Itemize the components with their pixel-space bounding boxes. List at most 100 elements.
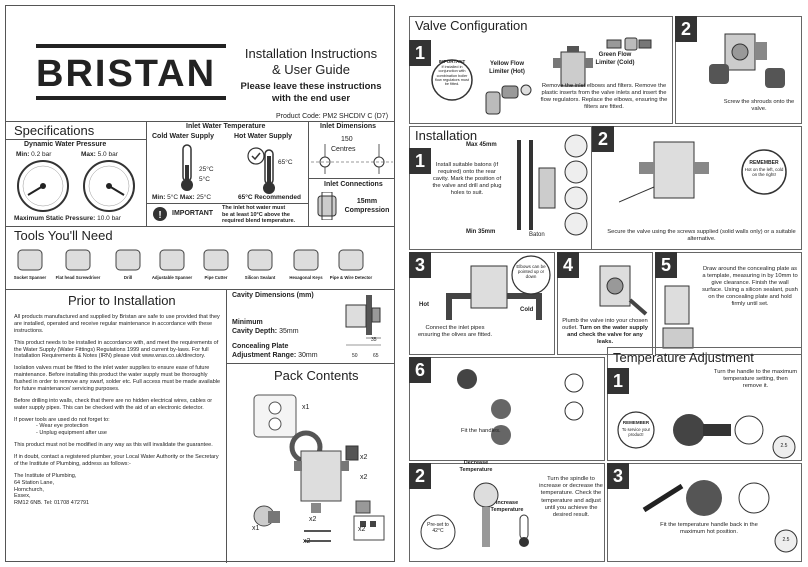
detector-icon [338, 249, 364, 271]
pack-title: Pack Contents [274, 368, 359, 383]
install-step5-text: Draw around the concealing plate as a te… [702, 266, 798, 307]
temp-5-label: 5°C [199, 176, 210, 183]
recommended-temp: 65°C Recommended [238, 194, 301, 201]
centres-label: Centres [331, 146, 356, 153]
inlet-dim-title: Inlet Dimensions [320, 123, 377, 130]
refit-handle-diagram [642, 480, 770, 516]
install-step4-text-a: Plumb the valve into your chosen outlet. [562, 318, 648, 331]
cavity-title: Cavity Dimensions (mm) [232, 292, 314, 299]
fit-handles-diagram [457, 369, 584, 445]
step-number: 4 [557, 252, 579, 278]
thermometer-icon [519, 514, 529, 547]
doc-title-2: & User Guide [271, 62, 351, 77]
elbows-note: Elbows can be pointed up or down [516, 264, 546, 279]
tool-label: Pipe & Wire Detector [329, 275, 373, 280]
baton-diagram [517, 140, 556, 230]
install-step5-box [655, 252, 802, 355]
static-pressure-value: 10.0 bar [97, 215, 121, 222]
temp-step1-text: Turn the handle to the maximum temperatu… [713, 369, 798, 389]
brand-logo: BRISTAN [36, 53, 217, 95]
remember-badge-icon [617, 411, 655, 449]
min-label: Min: [16, 151, 30, 158]
adjustment-range-value: 30mm [298, 352, 318, 359]
concealing-plate-diagram [662, 285, 694, 349]
decrease-label: Decrease [463, 460, 489, 466]
min-35-label: Min 35mm [466, 229, 496, 235]
pack-qty-plate: x1 [302, 404, 310, 411]
pack-qty-shrouds: x2 [360, 454, 368, 461]
step-number: 1 [409, 148, 431, 174]
install-step4-text: Plumb the valve into your chosen outlet.… [559, 318, 651, 346]
valve-mount-diagram [619, 141, 709, 203]
pack-qty-screws: x2 [309, 516, 317, 523]
max-temp-label: Max: [179, 194, 195, 201]
install-step4-box [557, 252, 653, 355]
min-value: 0.2 bar [31, 151, 52, 158]
installation-title: Installation [415, 128, 478, 143]
screwdriver-icon [65, 249, 91, 271]
thermometer-cold-icon [181, 144, 193, 191]
hot-label: Hot [419, 302, 429, 308]
pack-qty-plugs: x2 [358, 526, 366, 533]
dim-150: 150 [341, 136, 353, 143]
cavity-depth-value: 35mm [279, 328, 299, 335]
sealant-gun-icon [247, 249, 273, 271]
product-code: Product Code: PM2 SHCDIV C (D7) [276, 113, 389, 120]
cold-label: Cold [520, 307, 534, 313]
inlet-conn-title: Inlet Connections [324, 181, 383, 188]
divider [146, 121, 147, 226]
temp-step3-text: Fit the temperature handle back in the m… [660, 522, 758, 535]
max-value: 5.0 bar [97, 151, 118, 158]
concealing-plate-label: Concealing Plate [232, 343, 289, 350]
left-page: BRISTAN Installation Instructions & User… [5, 5, 395, 563]
decrease-label-2: Temperature [459, 467, 493, 473]
valve-config-title: Valve Configuration [415, 18, 528, 33]
tool-label: Pipe Cutter [204, 275, 228, 280]
step-number: 5 [655, 252, 677, 278]
important-text: The inlet hot water must be at least 10°… [222, 205, 308, 225]
divider [6, 226, 394, 227]
divider [6, 121, 394, 122]
temp-65-label: 65°C [278, 159, 293, 166]
specs-title: Specifications [14, 123, 95, 138]
pack-qty-elbows: x2 [360, 474, 368, 481]
dim-65: 65 [373, 353, 379, 359]
important-badge-icon [431, 59, 473, 101]
thermometer-hot-icon [247, 147, 275, 194]
temp-adjust-title: Temperature Adjustment [613, 350, 754, 365]
valve-important-label: IMPORTANT [438, 59, 466, 64]
prior-paragraph: If power tools are used do not forget to… [14, 416, 110, 423]
install-step6-text: Fit the handles. [461, 428, 501, 434]
prior-paragraph: All products manufactured and supplied b… [14, 314, 220, 334]
valve-config-step2-box [675, 16, 802, 124]
valve-important-text: If installed in conjunction with combina… [435, 65, 469, 87]
tool-label: Drill [123, 275, 133, 280]
warning-icon: ! [153, 207, 167, 221]
min-temp-label: Min: [152, 194, 166, 201]
address-line: 64 Station Lane, [14, 479, 55, 486]
baton-label: Baton [529, 232, 545, 238]
conn-size: 15mm [356, 198, 378, 205]
prior-paragraph: Isolation valves must be fitted to the i… [14, 365, 221, 392]
dynamic-pressure-title: Dynamic Water Pressure [24, 141, 107, 148]
logo-top-bar [36, 44, 226, 48]
hex-key-size: 2.5 [780, 443, 788, 449]
tool-label: Flat head Screwdriver [55, 275, 101, 280]
address-line: RM12 6NB. Tel: 01708 472791 [14, 500, 90, 507]
cavity-depth-label: Cavity Depth: [232, 328, 278, 335]
prior-paragraph: Before drilling into walls, check that t… [14, 397, 213, 411]
important-label: IMPORTANT [172, 210, 214, 217]
green-limiter-label-2: Limiter (Cold) [595, 60, 635, 66]
step-number: 3 [607, 463, 629, 489]
divider [226, 289, 227, 563]
prior-bullet: - Wear eye protection [36, 423, 89, 430]
safety-icons [564, 134, 588, 236]
pack-qty-handle: x1 [252, 525, 260, 532]
temp-25-label: 25°C [199, 166, 214, 173]
prior-paragraph: This product must not be modified in any… [14, 442, 213, 449]
max-label: Max: [81, 151, 96, 158]
tool-label: Adjustable Spanner [151, 275, 193, 280]
address-line: Hornchurch, [14, 486, 44, 493]
hex-key-size: 2.5 [782, 537, 790, 543]
yellow-limiter-label-2: Limiter (Hot) [489, 69, 525, 75]
